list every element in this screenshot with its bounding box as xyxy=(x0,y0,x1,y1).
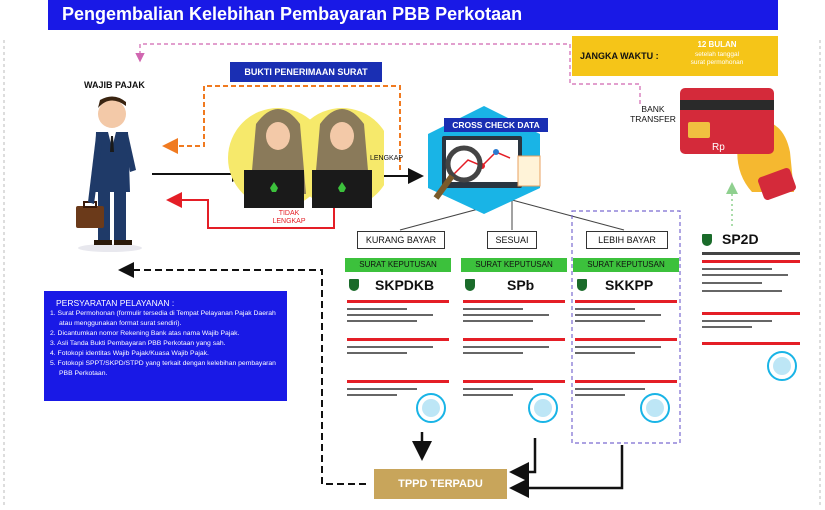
requirements-panel xyxy=(44,291,287,401)
requirement-item: 4. Fotokopi identitas Wajib Pajak/Kuasa … xyxy=(50,350,209,357)
doc-code-skkpp: SKKPP xyxy=(605,277,654,293)
status-lebih-bayar: LEBIH BAYAR xyxy=(586,231,668,249)
page-title: Pengembalian Kelebihan Pembayaran PBB Pe… xyxy=(62,4,523,24)
doc-lines-spb xyxy=(463,300,565,423)
shield-icon xyxy=(465,279,475,291)
status-kurang-bayar: KURANG BAYAR xyxy=(357,231,445,249)
shield-icon xyxy=(349,279,359,291)
requirement-item: 2. Dicantumkan nomor Rekening Bank atas … xyxy=(50,330,240,337)
requirements-list: 1. Surat Permohonan (formulir tersedia d… xyxy=(50,309,284,379)
incomplete-return-arrow xyxy=(166,192,335,229)
title-bar xyxy=(48,0,778,30)
receipt-label: BUKTI PENERIMAAN SURAT xyxy=(230,62,382,82)
time-frame-box xyxy=(572,36,778,76)
status-sesuai: SESUAI xyxy=(487,231,537,249)
taxpayer-figure-icon xyxy=(76,96,142,252)
bank-transfer-label: BANK TRANSFER xyxy=(628,104,678,124)
complete-label: LENGKAP xyxy=(370,155,404,162)
incomplete-label: TIDAK LENGKAP xyxy=(258,210,320,226)
bank-card-icon: Rp xyxy=(680,88,796,200)
doc-tag-skpdkb: SURAT KEPUTUSAN xyxy=(345,258,451,272)
laptop-logo-icon xyxy=(270,182,278,192)
sp2d-label: SP2D xyxy=(722,231,759,247)
document-spb: SURAT KEPUTUSAN SPb xyxy=(461,258,567,433)
cross-check-hexagon xyxy=(428,106,541,214)
doc-lines-sp2d xyxy=(702,252,800,381)
doc-lines-skkpp xyxy=(575,300,677,423)
requirement-item: 5. Fotokopi SPPT/SKPD/STPD yang terkait … xyxy=(50,360,276,377)
taxpayer-label: WAJIB PAJAK xyxy=(84,80,145,90)
skkpp-to-tppd-arrow xyxy=(509,445,624,498)
requirement-item: 1. Surat Permohonan (formulir tersedia d… xyxy=(50,310,276,327)
time-frame-note-line1: setelah tanggal xyxy=(694,51,740,58)
time-frame-label: JANGKA WAKTU : xyxy=(580,51,659,61)
incomplete-label-line2: LENGKAP xyxy=(272,218,306,225)
document-skpdkb: SURAT KEPUTUSAN SKPDKB xyxy=(345,258,451,433)
document-sp2d: SP2D xyxy=(700,228,802,388)
branch-lebih-bayar-line xyxy=(511,199,625,231)
cross-check-label: CROSS CHECK DATA xyxy=(444,118,548,132)
bank-transfer-line2: TRANSFER xyxy=(630,114,676,124)
tppd-to-taxpayer-arrow xyxy=(118,262,366,485)
officers-illustration xyxy=(228,108,384,208)
requirements-title: PERSYARATAN PELAYANAN : xyxy=(56,298,175,308)
tppd-destination: TPPD TERPADU xyxy=(374,469,507,499)
incomplete-label-line1: TIDAK xyxy=(278,210,300,217)
lebih-bayar-highlight xyxy=(571,210,681,444)
doc-code-spb: SPb xyxy=(507,277,535,293)
time-frame-note: setelah tanggal surat permohonan xyxy=(672,51,762,67)
shield-icon xyxy=(702,234,712,246)
shield-icon xyxy=(577,279,587,291)
requirement-item: 3. Asli Tanda Bukti Pembayaran PBB Perko… xyxy=(50,340,226,347)
receipt-return-arrow xyxy=(162,85,401,170)
doc-tag-skkpp: SURAT KEPUTUSAN xyxy=(573,258,679,272)
time-frame-note-line2: surat permohonan xyxy=(690,59,744,66)
document-skkpp: SURAT KEPUTUSAN SKKPP xyxy=(573,258,679,433)
doc-lines-skpdkb xyxy=(347,300,449,423)
time-frame-value: 12 BULAN xyxy=(697,40,737,49)
spb-to-tppd-arrow xyxy=(509,438,537,482)
refund-transfer-arrow xyxy=(135,43,641,104)
rupiah-symbol: Rp xyxy=(712,142,725,153)
bank-transfer-line1: BANK xyxy=(641,104,665,114)
doc-code-skpdkb: SKPDKB xyxy=(375,277,435,293)
doc-tag-spb: SURAT KEPUTUSAN xyxy=(461,258,567,272)
